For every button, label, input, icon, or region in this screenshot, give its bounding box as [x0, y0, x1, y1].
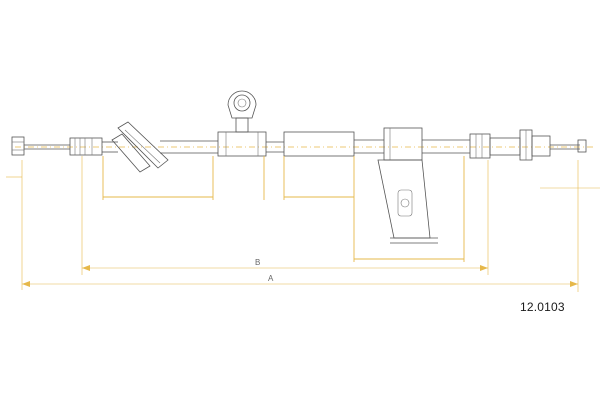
dimension-a: A — [22, 274, 578, 287]
angled-bracket — [111, 121, 169, 173]
right-mount-bracket — [377, 127, 438, 244]
dimension-b: B — [82, 258, 488, 271]
center-mount-bracket — [217, 90, 267, 157]
dimension-b-label: B — [255, 258, 260, 267]
left-end-fitting — [11, 136, 70, 156]
right-end-fitting — [469, 129, 587, 161]
left-sheath — [69, 137, 118, 156]
dimension-construction — [81, 156, 489, 275]
dimension-a-label: A — [268, 274, 274, 283]
middle-tube — [283, 131, 355, 157]
part-number: 12.0103 — [520, 300, 565, 314]
